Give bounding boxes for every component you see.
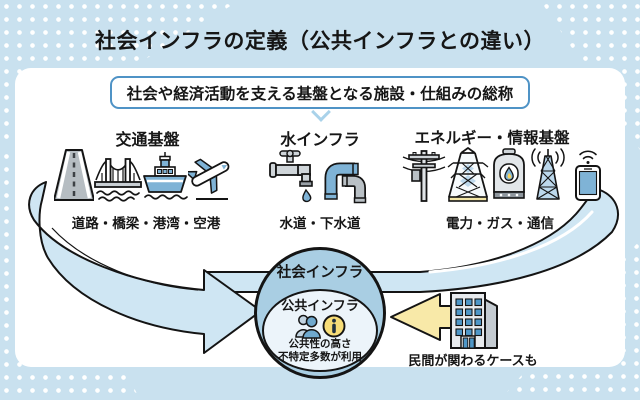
gas-tank-icon <box>493 148 525 199</box>
ship-icon <box>143 152 188 200</box>
smartphone-icon <box>575 150 601 201</box>
private-sector-arrow <box>390 293 457 341</box>
transport-icons-row <box>54 147 234 205</box>
public-infra-label: 公共インフラ <box>281 298 359 313</box>
transmission-tower-icon <box>447 147 489 202</box>
social-infra-circle: 社会インフラ 公共インフラ 公共性の高さ 不特定多数が利用 <box>254 247 386 379</box>
antenna-icon <box>531 148 565 200</box>
category-caption-water: 水道・下水道 <box>279 216 361 231</box>
left-swoosh-arrow <box>28 181 262 354</box>
public-infra-circle: 公共インフラ 公共性の高さ 不特定多数が利用 <box>262 289 378 372</box>
energy-icons-row <box>402 147 608 205</box>
office-building-icon <box>450 292 498 349</box>
category-label-energy: エネルギー・情報基盤 <box>414 130 570 147</box>
people-icon <box>295 314 321 339</box>
pipes-icon <box>324 162 367 204</box>
public-infra-icons <box>264 312 376 339</box>
utility-pole-icon <box>402 150 446 202</box>
category-label-transport: 交通基盤 <box>115 132 180 149</box>
page-title: 社会インフラの定義（公共インフラとの違い） <box>94 30 546 53</box>
info-icon <box>322 314 346 338</box>
airplane-icon <box>188 158 230 200</box>
bridge-icon <box>94 158 142 202</box>
public-infra-note: 公共性の高さ 不特定多数が利用 <box>278 338 362 363</box>
social-infra-label: 社会インフラ <box>276 265 364 281</box>
private-sector-note: 民間が関わるケースも <box>408 353 538 368</box>
category-label-water: 水インフラ <box>280 132 360 149</box>
definition-callout: 社会や経済活動を支える基盤となる施設・仕組みの総称 <box>110 76 530 109</box>
water-icons-row <box>266 147 370 205</box>
category-caption-energy: 電力・ガス・通信 <box>446 216 554 231</box>
faucet-icon <box>269 149 313 203</box>
road-icon <box>54 149 94 201</box>
category-caption-transport: 道路・橋梁・港湾・空港 <box>71 216 221 231</box>
